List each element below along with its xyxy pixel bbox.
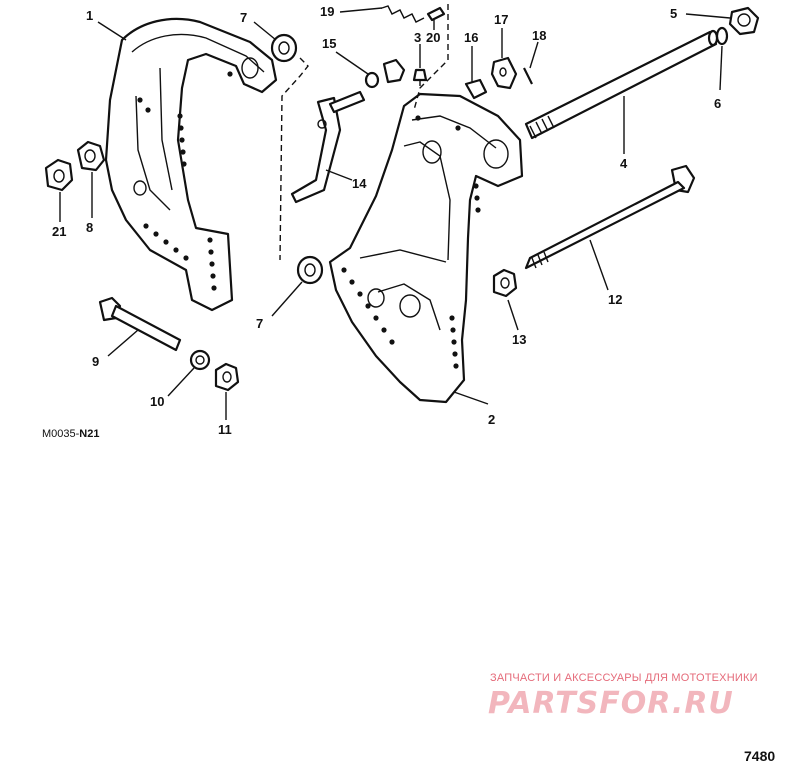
clamp-bracket-right (328, 92, 524, 404)
nut-8 (76, 140, 106, 172)
washer-15 (364, 71, 380, 89)
tilt-tube (524, 29, 719, 140)
grease-fitting (412, 68, 428, 86)
alignment-line-left (279, 57, 309, 261)
watermark-tagline: ЗАПЧАСТИ И АКСЕССУАРЫ ДЛЯ МОТОТЕХНИКИ (490, 672, 758, 684)
callout-4: 4 (620, 156, 628, 171)
callout-17: 17 (494, 12, 508, 27)
spring-19 (381, 5, 425, 23)
callout-7a: 7 (240, 10, 247, 25)
tilt-tube-nut (728, 6, 760, 36)
callout-9: 9 (92, 354, 99, 369)
washer-10 (189, 349, 211, 371)
bolt-12 (524, 164, 696, 270)
callout-11: 11 (218, 422, 232, 437)
pin-18 (523, 67, 533, 85)
page-number: 7480 (744, 748, 776, 764)
callout-1: 1 (86, 8, 93, 23)
drawing-code-prefix: M0035- (42, 428, 80, 440)
callout-16: 16 (464, 30, 478, 45)
bolt-9 (98, 296, 182, 352)
drawing-code: M0035-N21 (42, 428, 99, 440)
pin-20 (426, 6, 446, 22)
tilt-lock-lever (290, 90, 366, 204)
callout-8: 8 (86, 220, 93, 235)
callout-7b: 7 (256, 316, 263, 331)
callout-20: 20 (426, 30, 440, 45)
nut-21 (44, 158, 74, 192)
callout-numbers: 1 2 3 4 5 6 7 7 8 9 10 11 12 13 14 15 16… (52, 4, 721, 437)
callout-3: 3 (414, 30, 421, 45)
callout-15: 15 (322, 36, 336, 51)
callout-2: 2 (488, 412, 495, 427)
nut-11 (214, 362, 240, 392)
callout-13: 13 (512, 332, 526, 347)
lock-washer-lower (296, 255, 324, 285)
alignment-line-right (413, 4, 449, 111)
bushing-16 (464, 78, 488, 100)
callout-10: 10 (150, 394, 164, 409)
nut-13 (492, 268, 518, 298)
callout-19: 19 (320, 4, 334, 19)
leader-lines (59, 7, 731, 420)
drawing-code-suffix: N21 (79, 428, 100, 440)
callout-12: 12 (608, 292, 622, 307)
clamp-bracket-left (104, 17, 278, 312)
bushing (382, 58, 406, 84)
callout-6: 6 (714, 96, 721, 111)
lock-washer-upper (270, 33, 298, 63)
callout-14: 14 (352, 176, 367, 191)
washer-6 (715, 26, 729, 46)
callout-18: 18 (532, 28, 546, 43)
callout-21: 21 (52, 224, 66, 239)
watermark-logo: PARTSFOR.RU (488, 686, 734, 721)
callout-5: 5 (670, 6, 677, 21)
latch-17 (490, 56, 518, 90)
